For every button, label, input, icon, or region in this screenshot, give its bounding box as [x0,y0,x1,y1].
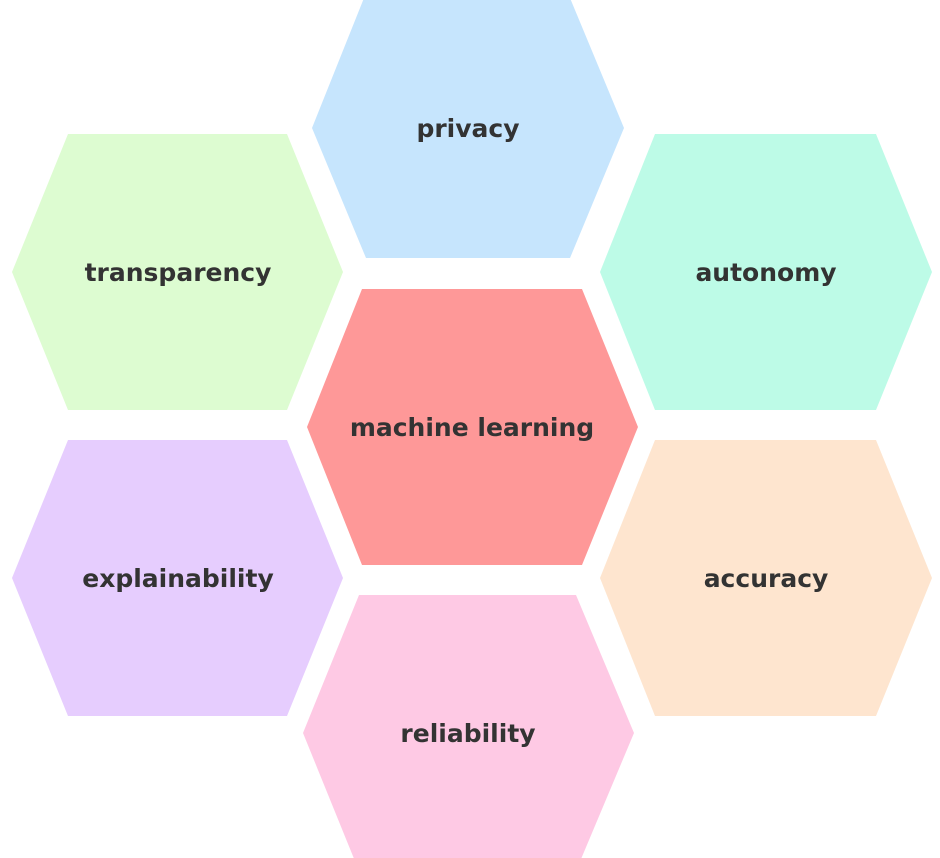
hex-machine-learning: machine learning [307,289,638,565]
hex-explainability: explainability [12,440,343,716]
hex-shape [600,134,932,410]
hex-shape [600,440,932,716]
hex-autonomy: autonomy [600,134,932,410]
hex-shape [312,0,624,258]
hex-privacy: privacy [312,0,624,258]
hex-reliability: reliability [303,595,634,858]
hex-label: explainability [82,564,274,593]
hex-label: autonomy [695,258,836,287]
hex-label: reliability [400,719,535,748]
hex-shape [12,440,343,716]
hex-label: privacy [416,114,519,143]
hex-label: transparency [85,258,272,287]
hex-accuracy: accuracy [600,440,932,716]
hex-shape [307,289,638,565]
hex-shape [12,134,343,410]
hex-transparency: transparency [12,134,343,410]
hex-label: accuracy [704,564,829,593]
hex-shape [303,595,634,858]
hex-label: machine learning [350,413,594,442]
